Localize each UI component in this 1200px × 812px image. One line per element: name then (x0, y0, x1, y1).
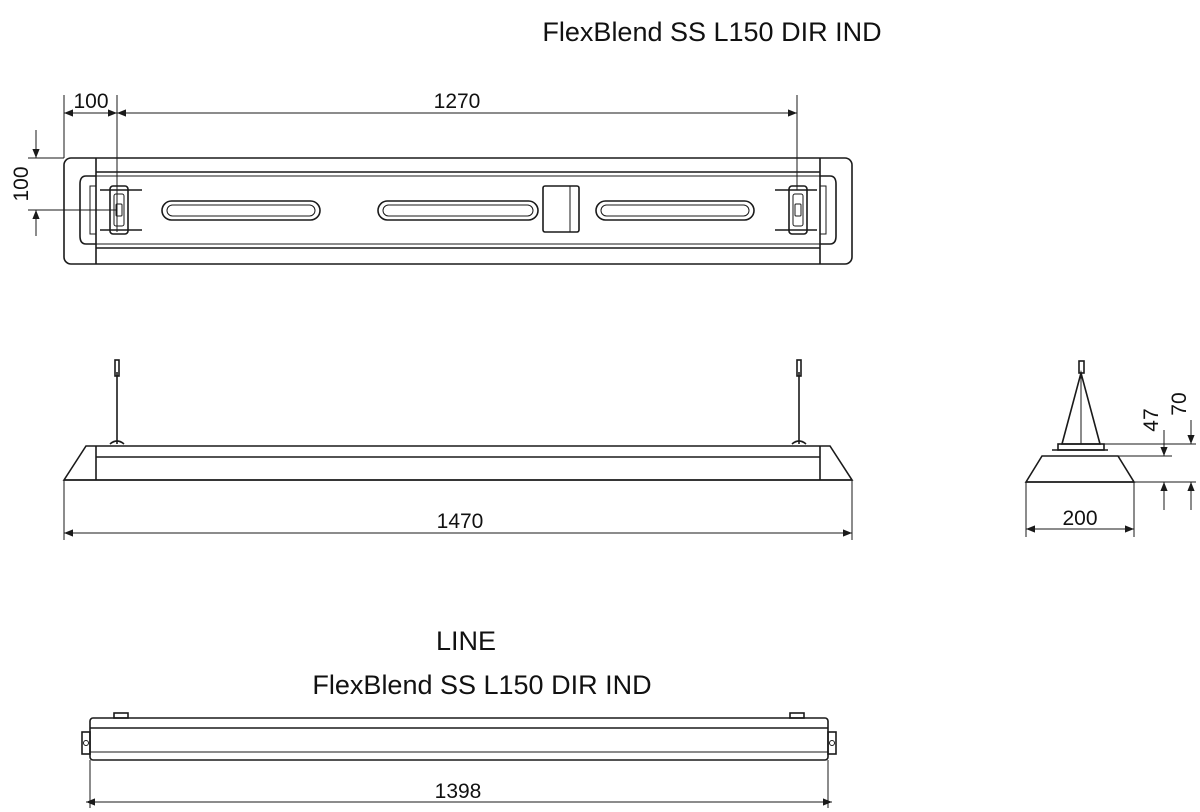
dim-top-span: 1270 (434, 90, 481, 113)
dim-side-h2: 70 (1168, 392, 1191, 415)
front-view: 1470 (62, 359, 854, 540)
line-label: LINE (436, 626, 496, 656)
dim-top-height: 100 (10, 166, 33, 201)
dim-line-length: 1398 (435, 780, 482, 803)
drawing-title: FlexBlend SS L150 DIR IND (542, 17, 881, 47)
line-title: FlexBlend SS L150 DIR IND (312, 670, 651, 700)
dim-side-width: 200 (1062, 507, 1097, 530)
dim-top-offset: 100 (73, 90, 108, 113)
dim-side-h1: 47 (1140, 408, 1163, 431)
top-view: 100 1270 100 (10, 90, 853, 265)
dim-front-length: 1470 (437, 510, 484, 533)
line-view: 1398 (81, 712, 837, 808)
side-view: 200 47 70 (1024, 360, 1196, 537)
